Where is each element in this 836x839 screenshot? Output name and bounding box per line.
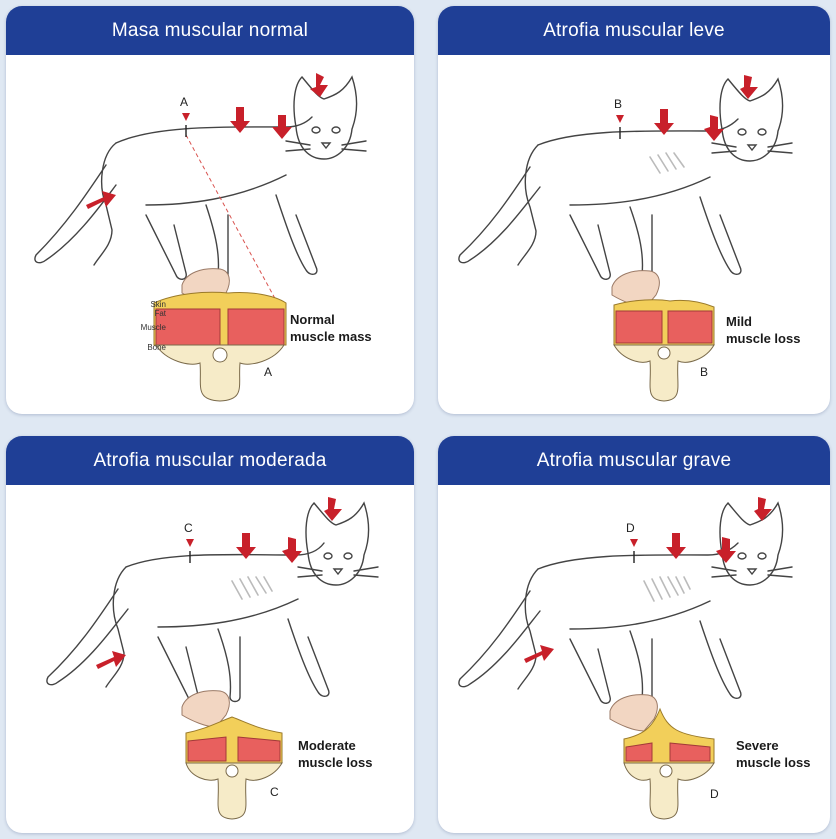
caption-line-1: Mild xyxy=(726,313,800,330)
caption-line-2: muscle loss xyxy=(726,330,800,347)
panel-mild: Atrofia muscular leve xyxy=(438,6,830,414)
caption-line-2: muscle loss xyxy=(298,754,372,771)
down-arrow-icon xyxy=(630,497,772,563)
cross-section xyxy=(154,292,286,401)
caption-line-1: Normal xyxy=(290,311,372,328)
down-arrow-icon xyxy=(186,497,342,563)
panel-severe: Atrofia muscular grave xyxy=(438,436,830,833)
panel-illustration: A Skin Fat Muscle Bone Normal muscle mas… xyxy=(6,55,414,414)
cat-illustration xyxy=(6,55,414,414)
panel-moderate: Atrofia muscular moderada xyxy=(6,436,414,833)
cat-illustration xyxy=(438,55,830,414)
panel-illustration: B Mild muscle loss B xyxy=(438,55,830,414)
section-letter: D xyxy=(710,787,719,801)
layer-fat-label: Fat xyxy=(126,309,166,318)
caption-line-1: Severe xyxy=(736,737,810,754)
panel-illustration: D Severe muscle loss D xyxy=(438,485,830,833)
marker-label: D xyxy=(626,521,635,535)
cat-illustration xyxy=(438,485,830,833)
caption-line-2: muscle loss xyxy=(736,754,810,771)
tail-arrow-icon xyxy=(96,651,126,669)
layer-muscle-label: Muscle xyxy=(126,323,166,332)
section-letter: A xyxy=(264,365,272,379)
marker-label: C xyxy=(184,521,193,535)
cross-section xyxy=(186,717,282,819)
layer-bone-label: Bone xyxy=(126,343,166,352)
panel-title: Atrofia muscular leve xyxy=(438,6,830,55)
caption-line-1: Moderate xyxy=(298,737,372,754)
marker-label: A xyxy=(180,95,188,109)
section-letter: B xyxy=(700,365,708,379)
caption-line-2: muscle mass xyxy=(290,328,372,345)
cross-section xyxy=(614,300,714,401)
panel-title: Atrofia muscular moderada xyxy=(6,436,414,485)
section-letter: C xyxy=(270,785,279,799)
panel-title: Atrofia muscular grave xyxy=(438,436,830,485)
caption: Normal muscle mass xyxy=(290,311,372,345)
tail-arrow-icon xyxy=(524,645,554,663)
marker-label: B xyxy=(614,97,622,111)
panel-title: Masa muscular normal xyxy=(6,6,414,55)
panel-illustration: C Moderate muscle loss C xyxy=(6,485,414,833)
caption: Severe muscle loss xyxy=(736,737,810,771)
cat-illustration xyxy=(6,485,414,833)
panel-normal: Masa muscular normal xyxy=(6,6,414,414)
caption: Mild muscle loss xyxy=(726,313,800,347)
layer-skin-label: Skin xyxy=(126,300,166,309)
tail-arrow-icon xyxy=(86,191,116,209)
caption: Moderate muscle loss xyxy=(298,737,372,771)
